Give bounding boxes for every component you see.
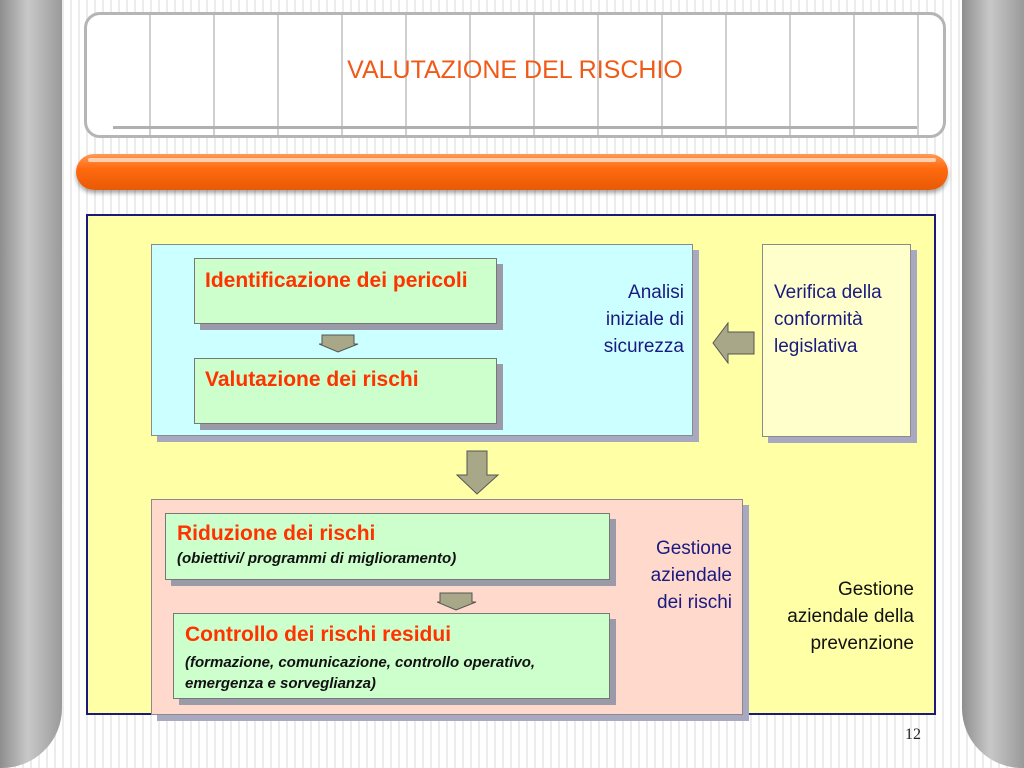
orange-divider-bar [76, 154, 948, 190]
left-arrow [712, 322, 755, 364]
identification-box-label: Identificazione dei pericoli [205, 269, 468, 292]
page-number: 12 [905, 726, 921, 743]
compliance-label: Verifica della conformità legislativa [774, 282, 882, 357]
risk-reduction-title: Riduzione dei rischi [177, 522, 376, 545]
initial-analysis-label: Analisi iniziale di sicurezza [603, 282, 684, 357]
evaluation-box: Valutazione dei rischi [194, 358, 497, 424]
evaluation-box-label: Valutazione dei rischi [205, 368, 419, 391]
left-decorative-pillar [0, 0, 62, 768]
identification-box: Identificazione dei pericoli [194, 258, 497, 324]
residual-risk-box: Controllo dei rischi residui (formazione… [173, 613, 610, 699]
title-frame-underline [113, 126, 917, 129]
risk-reduction-subtitle: (obiettivi/ programmi di miglioramento) [177, 550, 457, 567]
prevention-management-label: Gestione aziendale della prevenzione [787, 579, 914, 654]
risk-management-label: Gestione aziendale dei rischi [650, 538, 732, 613]
right-decorative-pillar [962, 0, 1024, 768]
compliance-panel [762, 244, 911, 437]
orange-bar-highlight [88, 158, 936, 162]
title-frame [84, 12, 946, 138]
down-arrow-small-1 [319, 334, 359, 353]
residual-risk-subtitle: (formazione, comunicazione, controllo op… [185, 654, 536, 692]
slide-title: VALUTAZIONE DEL RISCHIO [347, 56, 683, 84]
down-arrow-small-2 [437, 592, 477, 611]
residual-risk-title: Controllo dei rischi residui [185, 623, 452, 646]
risk-reduction-box: Riduzione dei rischi (obiettivi/ program… [165, 513, 610, 580]
down-arrow-large [456, 450, 500, 495]
